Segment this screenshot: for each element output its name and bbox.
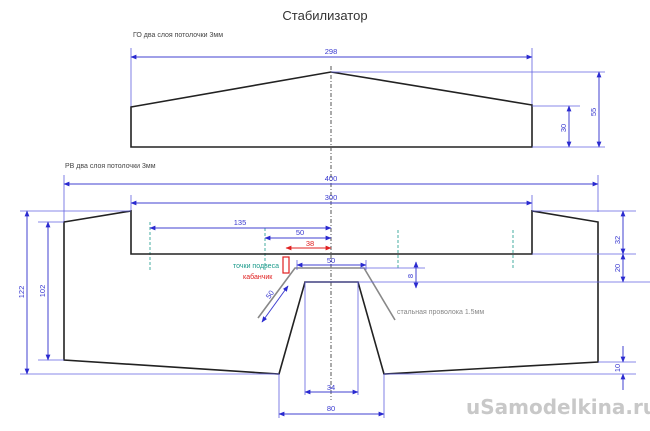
height-102-text: 102 bbox=[38, 285, 47, 298]
horn-width-text: 50 bbox=[327, 256, 335, 265]
steel-wire bbox=[257, 267, 396, 321]
right-20-text: 20 bbox=[613, 264, 622, 272]
rod-length-dim bbox=[261, 285, 289, 323]
go-width-text: 298 bbox=[325, 47, 338, 56]
go-section-label: ГО два слоя потолочки 3мм bbox=[133, 32, 223, 39]
horn-label: кабанчик bbox=[243, 273, 273, 281]
rv-width-inner-text: 300 bbox=[325, 193, 338, 202]
cutout-top-text: 34 bbox=[327, 383, 335, 392]
right-32-text: 32 bbox=[613, 236, 622, 244]
drawing-title: Стабилизатор bbox=[282, 8, 367, 23]
horn-marker bbox=[282, 256, 290, 274]
offset-50-text: 50 bbox=[296, 228, 304, 237]
offset-38-text: 38 bbox=[306, 239, 314, 248]
rv-width-total-text: 400 bbox=[325, 174, 338, 183]
go-outline bbox=[130, 71, 533, 148]
rod-length-text: 50 bbox=[264, 289, 276, 301]
watermark: uSamodelkina.ru bbox=[466, 395, 650, 419]
rv-section-label: РВ два слоя потолочки 3мм bbox=[65, 163, 156, 170]
offset-135-text: 135 bbox=[234, 218, 247, 227]
height-122-text: 122 bbox=[17, 286, 26, 299]
go-height-edge-text: 30 bbox=[559, 124, 568, 132]
cutout-bottom-text: 80 bbox=[327, 404, 335, 413]
right-10-text: 10 bbox=[613, 364, 622, 372]
wire-label: стальная проволока 1.5мм bbox=[397, 309, 484, 316]
go-height-total-text: 55 bbox=[589, 108, 598, 116]
hinge-points-label: точки подвеса bbox=[233, 263, 279, 270]
horn-offset-text: 8 bbox=[406, 274, 415, 278]
